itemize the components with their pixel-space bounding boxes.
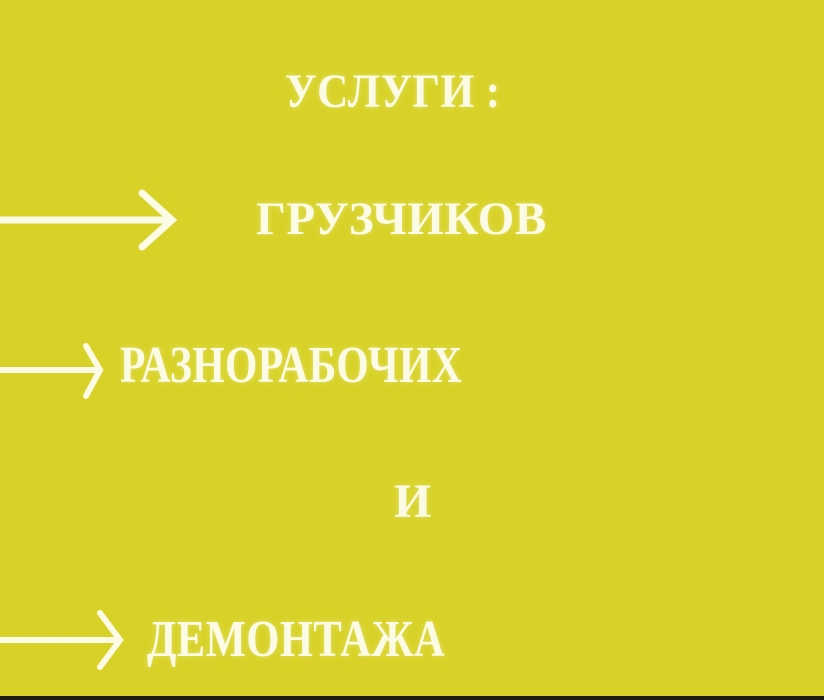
arrow-right-icon [0,189,178,251]
arrow-right-icon [0,610,124,670]
conjunction-and: И [394,475,432,528]
service-item-dismantling: ДЕМОНТАЖА [147,611,446,668]
arrow-right-icon [0,343,104,399]
title: УСЛУГИ : [285,65,501,118]
service-item-loaders: ГРУЗЧИКОВ [256,193,547,245]
service-item-laborers: РАЗНОРАБОЧИХ [120,337,463,394]
bottom-bar [0,696,824,700]
